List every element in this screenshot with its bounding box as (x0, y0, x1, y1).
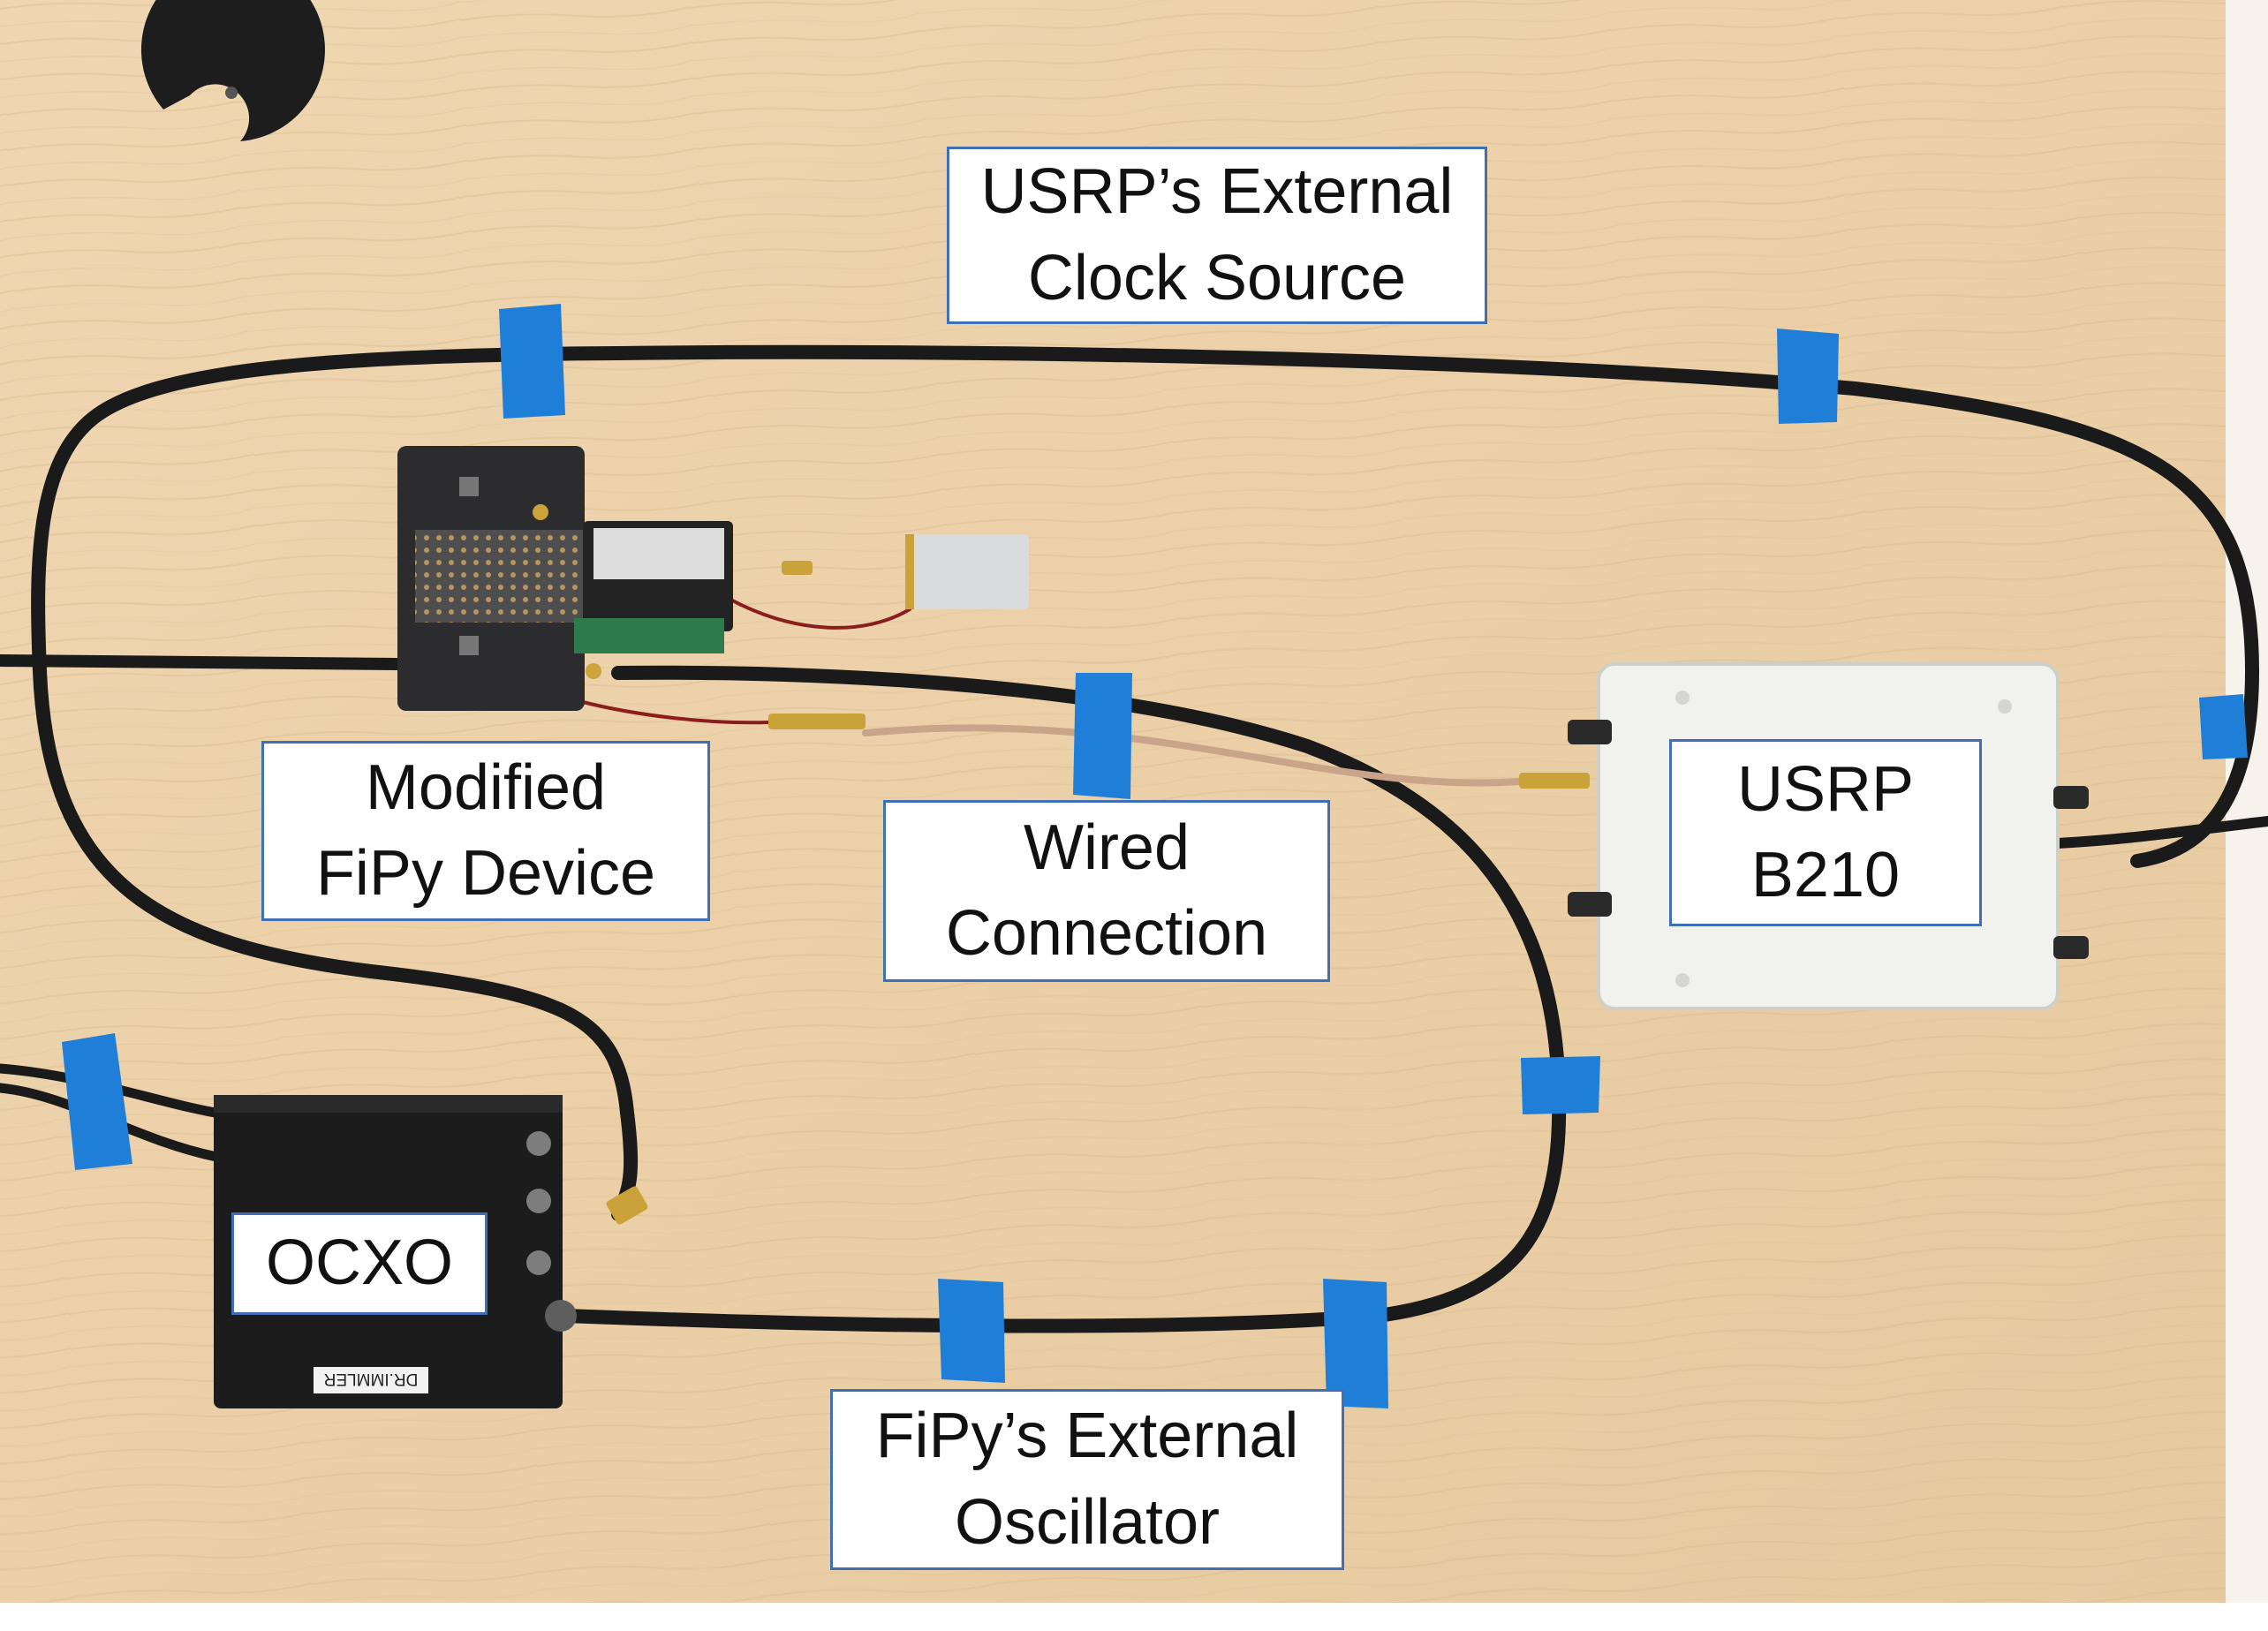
usrp-cable-right-1 (2053, 816, 2268, 849)
blue-tape (62, 304, 2248, 1408)
ocxo-brand-label: DR.IMMLER (324, 1370, 419, 1388)
fipy-power-cable (0, 654, 404, 670)
battery-wires (722, 594, 911, 630)
lipo-battery (905, 534, 1029, 609)
label-fipy-external-oscillator: FiPy’s External Oscillator (830, 1389, 1344, 1570)
label-wired-connection: Wired Connection (883, 800, 1330, 982)
desk-grommet (140, 0, 325, 141)
wired-coax-cable (862, 724, 1523, 787)
label-usrp-b210: USRP B210 (1669, 739, 1982, 926)
fipy-device-board (397, 446, 733, 711)
label-ocxo: OCXO (231, 1212, 488, 1315)
usrp-clock-cable (31, 344, 2260, 1221)
sma-adapters (606, 561, 1590, 1225)
label-modified-fipy-device: Modified FiPy Device (261, 741, 710, 921)
label-usrp-external-clock-source: USRP’s External Clock Source (947, 147, 1487, 324)
